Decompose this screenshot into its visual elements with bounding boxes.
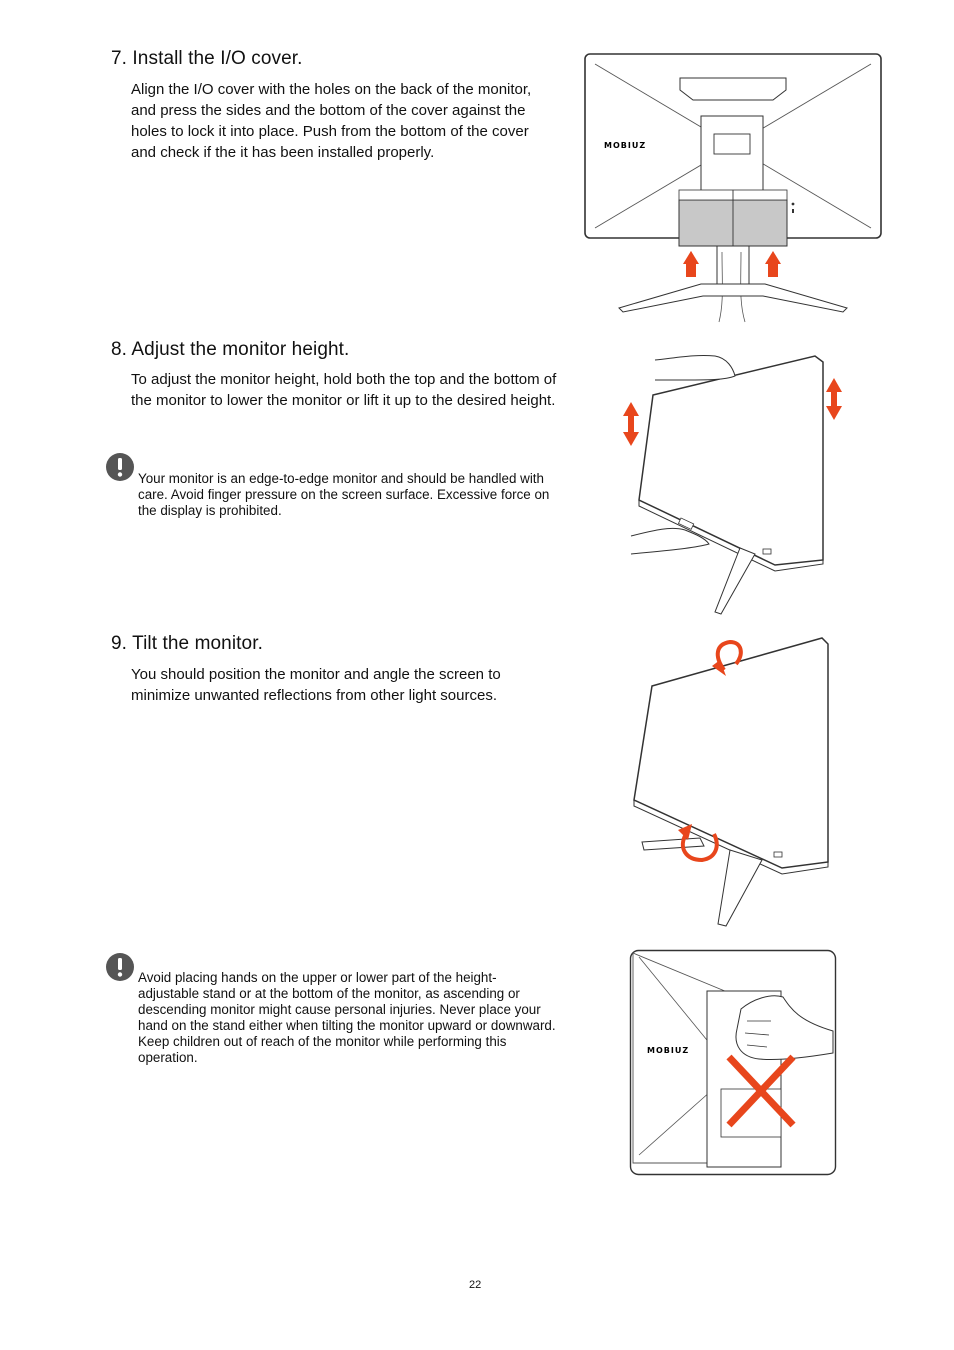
up-arrow-icon bbox=[765, 251, 781, 277]
tilt-illustration bbox=[630, 634, 850, 932]
step-9-title: 9. Tilt the monitor. bbox=[111, 633, 263, 654]
height-adjust-illustration bbox=[615, 350, 850, 620]
step-7-title: 7. Install the I/O cover. bbox=[111, 48, 303, 69]
up-down-arrow-icon bbox=[826, 378, 842, 420]
step-8-body: To adjust the monitor height, hold both … bbox=[131, 371, 557, 409]
up-arrow-icon bbox=[683, 251, 699, 278]
step-9-body: You should position the monitor and angl… bbox=[131, 666, 501, 704]
page-number: 22 bbox=[469, 1279, 482, 1291]
note-text-warning: Avoid placing hands on the upper or lowe… bbox=[138, 970, 556, 1065]
svg-text:MOBIUZ: MOBIUZ bbox=[647, 1046, 689, 1055]
io-cover-illustration: MOBIUZ bbox=[583, 52, 883, 328]
up-down-arrow-icon bbox=[623, 402, 639, 446]
step-7-body: Align the I/O cover with the holes on th… bbox=[131, 81, 532, 161]
hand-warning-illustration: MOBIUZ bbox=[629, 949, 837, 1177]
prohibited-x-icon bbox=[726, 1054, 796, 1128]
tilt-arrow-icon bbox=[712, 639, 743, 676]
exclamation-icon bbox=[105, 952, 135, 982]
brand-logo: MOBIUZ bbox=[604, 141, 646, 150]
step-8-title: 8. Adjust the monitor height. bbox=[111, 339, 350, 360]
note-text-edge: Your monitor is an edge-to-edge monitor … bbox=[138, 471, 550, 518]
exclamation-icon bbox=[105, 452, 135, 482]
tilt-arrow-icon bbox=[678, 824, 719, 863]
